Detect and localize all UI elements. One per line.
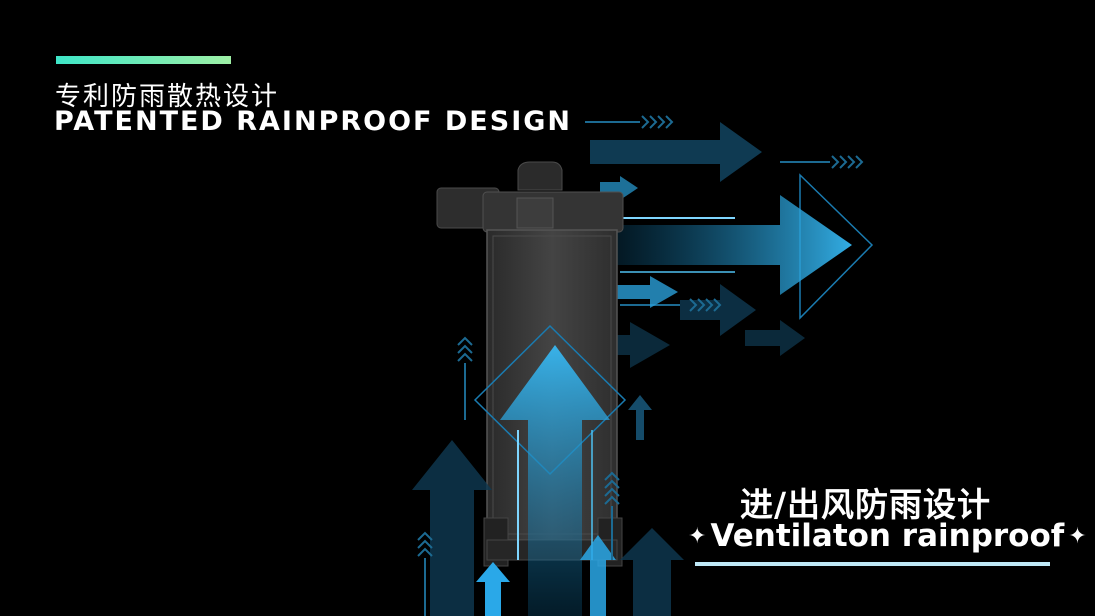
header-accent-bar bbox=[56, 56, 231, 64]
main-out-arrow-icon bbox=[600, 173, 874, 320]
airflow-in-arrows-icon bbox=[412, 324, 684, 616]
caption-title-en-row: ✦ Ventilaton rainproof ✦ bbox=[688, 518, 1087, 554]
airflow-out-arrows-icon bbox=[590, 122, 805, 368]
header-title-cn: 专利防雨散热设计 bbox=[55, 82, 280, 112]
caption-underline bbox=[695, 562, 1050, 566]
chevron-up-streaks-icon bbox=[417, 336, 620, 616]
header-title-en: PATENTED RAINPROOF DESIGN bbox=[54, 106, 573, 137]
sparkle-icon: ✦ bbox=[1068, 523, 1087, 549]
sparkle-icon: ✦ bbox=[688, 523, 707, 549]
caption-title-en: Ventilaton rainproof bbox=[710, 518, 1065, 554]
caption-title-cn: 进/出风防雨设计 bbox=[740, 485, 992, 524]
